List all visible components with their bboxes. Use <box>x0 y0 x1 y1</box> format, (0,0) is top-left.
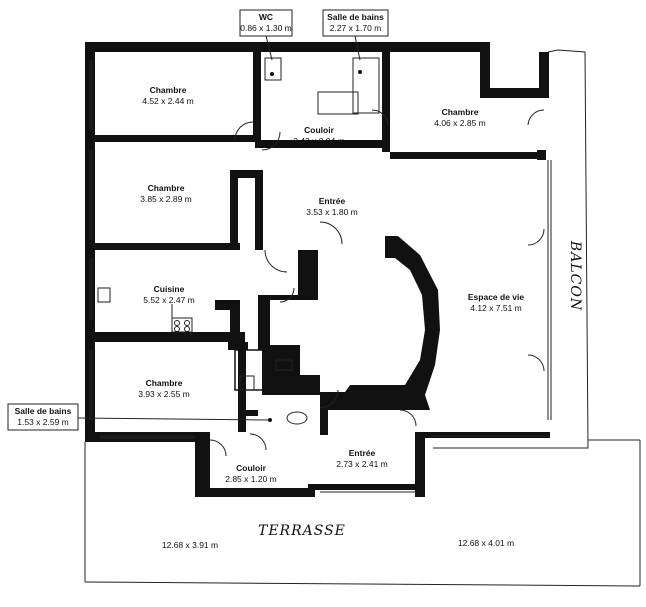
room-entree-2: Entrée 2.73 x 2.41 m <box>302 448 422 470</box>
thin-outlines <box>84 49 641 587</box>
room-name: Entrée <box>318 196 346 206</box>
callout-dims: 2.27 x 1.70 m <box>329 23 382 33</box>
callout-name: WC <box>258 12 274 22</box>
terrace-dims-left: 12.68 x 3.91 m <box>161 540 219 550</box>
room-name: Chambre <box>441 107 479 117</box>
room-chambre-3: Chambre 3.85 x 2.89 m <box>106 183 226 205</box>
room-dims: 4.12 x 7.51 m <box>470 303 522 313</box>
room-couloir-1: Couloir 3.43 x 0.94 m <box>259 125 379 147</box>
balcony-label: BALCON <box>567 240 584 312</box>
room-chambre-4: Chambre 3.93 x 2.55 m <box>104 378 224 400</box>
doors <box>209 109 545 457</box>
room-name: Cuisine <box>153 284 185 294</box>
callout-wc: WC 0.86 x 1.30 m <box>240 12 292 34</box>
room-dims: 5.52 x 2.47 m <box>143 295 195 305</box>
room-dims: 2.73 x 2.41 m <box>336 459 388 469</box>
room-name: Chambre <box>145 378 183 388</box>
fixtures <box>97 57 380 425</box>
callout-leaders <box>77 35 361 421</box>
room-dims: 3.43 x 0.94 m <box>293 136 345 146</box>
room-name: Chambre <box>147 183 185 193</box>
room-dims: 3.53 x 1.80 m <box>306 207 358 217</box>
room-entree-1: Entrée 3.53 x 1.80 m <box>272 196 392 218</box>
room-cuisine: Cuisine 5.52 x 2.47 m <box>109 284 229 306</box>
room-chambre-1: Chambre 4.52 x 2.44 m <box>108 85 228 107</box>
callout-dims: 0.86 x 1.30 m <box>240 23 292 33</box>
terrace-label: TERRASSE <box>258 523 346 539</box>
callout-name: Salle de bains <box>14 406 72 416</box>
room-name: Couloir <box>236 463 266 473</box>
terrace-dims-right: 12.68 x 4.01 m <box>457 538 515 548</box>
windows <box>89 60 552 493</box>
room-name: Entrée <box>348 448 376 458</box>
room-name: Espace de vie <box>467 292 525 302</box>
room-dims: 2.85 x 1.20 m <box>225 474 277 484</box>
room-dims: 3.85 x 2.89 m <box>140 194 192 204</box>
room-name: Chambre <box>149 85 187 95</box>
room-name: Couloir <box>304 125 334 135</box>
callout-boxes <box>7 9 389 431</box>
room-espace-de-vie: Espace de vie 4.12 x 7.51 m <box>436 292 556 314</box>
callout-salle-de-bains-top: Salle de bains 2.27 x 1.70 m <box>323 12 388 34</box>
walls <box>85 42 550 497</box>
room-dims: 4.52 x 2.44 m <box>142 96 194 106</box>
room-dims: 3.93 x 2.55 m <box>138 389 190 399</box>
callout-name: Salle de bains <box>327 12 384 22</box>
room-dims: 4.06 x 2.85 m <box>434 118 486 128</box>
room-couloir-2: Couloir 2.85 x 1.20 m <box>191 463 311 485</box>
callout-dots <box>268 70 362 422</box>
callout-salle-de-bains-left: Salle de bains 1.53 x 2.59 m <box>8 406 78 428</box>
room-chambre-2: Chambre 4.06 x 2.85 m <box>400 107 520 129</box>
callout-dims: 1.53 x 2.59 m <box>17 417 69 427</box>
